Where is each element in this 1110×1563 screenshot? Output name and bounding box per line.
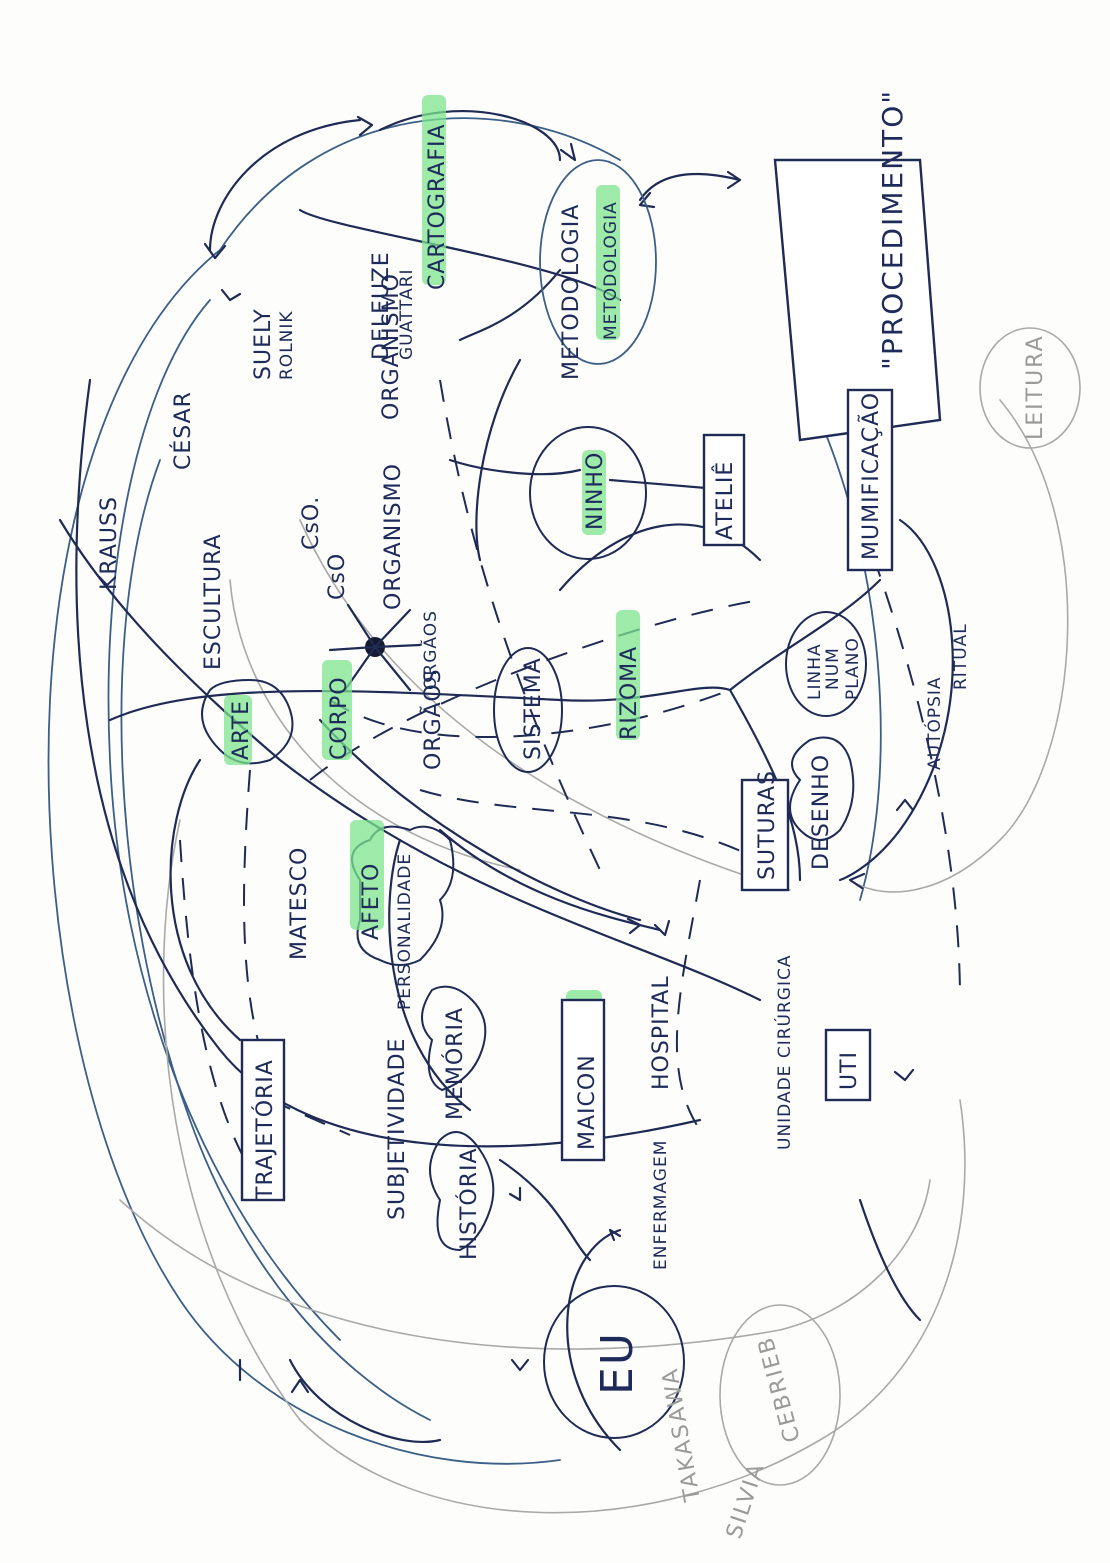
node-eu: EU xyxy=(592,1331,643,1395)
node-desenho: DESENHO xyxy=(809,754,834,870)
node-subjetividade: SUBJETIVIDADE xyxy=(385,1038,410,1220)
node-atelie: ATELIÊ xyxy=(712,461,738,540)
node-krauss: KRAUSS xyxy=(97,496,122,590)
node-orgaos-b: ORGÃOS xyxy=(419,610,441,690)
node-sistema: SISTEMA xyxy=(521,657,546,760)
node-historia: HISTÓRIA xyxy=(456,1147,482,1260)
node-suturas: SUTURAS xyxy=(755,770,780,880)
node-cso-b: CsO xyxy=(325,553,350,600)
node-uti: UTI xyxy=(837,1051,862,1090)
node-matesco: MATESCO xyxy=(287,847,312,960)
central-node xyxy=(328,603,422,692)
node-autopsia: AUTÓPSIA xyxy=(923,676,945,770)
node-cso-a: CsO. xyxy=(299,496,324,550)
node-personalidade: PERSONALIDADE xyxy=(395,853,415,1010)
node-escultura: ESCULTURA xyxy=(201,533,226,670)
node-metodologia-b: METODOLOGIA xyxy=(601,201,621,340)
node-cartografia: CARTOGRAFIA xyxy=(425,123,450,290)
node-mumificacao: MUMIFICAÇÃO xyxy=(857,392,884,560)
node-procedimento: "PROCEDIMENTO" xyxy=(876,89,909,370)
node-arte: ARTE xyxy=(229,700,254,760)
node-organismo-a: ORGANISMO xyxy=(379,273,404,420)
node-metodologia-a: METODOLOGIA xyxy=(559,204,584,380)
node-guattari: GUATTARI xyxy=(397,268,417,360)
node-orgaos-a: ORGÃOS xyxy=(419,668,446,770)
node-takasawa: TAKASAWA xyxy=(658,1365,706,1504)
node-linha: LINHA xyxy=(805,643,825,700)
node-suely: SUELY xyxy=(251,308,276,380)
node-memoria: MEMÓRIA xyxy=(442,1007,468,1120)
bubbles xyxy=(201,159,1081,1486)
node-deleuze: DELEUZE xyxy=(369,251,394,360)
node-rizoma: RIZOMA xyxy=(617,646,642,740)
node-rolnik: ROLNIK xyxy=(277,310,297,380)
box-frames xyxy=(240,158,942,1202)
node-cesar: CÉSAR xyxy=(170,391,196,470)
node-plano: PLANO xyxy=(843,637,863,700)
node-cebrieb: CEBRIEB xyxy=(753,1333,805,1445)
node-ninho: NINHO xyxy=(583,452,608,530)
node-trajetoria: TRAJETÓRIA xyxy=(252,1059,278,1201)
node-organismo-b: ORGANISMO xyxy=(381,463,406,610)
node-corpo: CORPO xyxy=(327,676,352,760)
node-maicon: MAICON xyxy=(575,1054,600,1150)
node-afeto: AFETO xyxy=(359,863,384,940)
node-ritual: RITUAL xyxy=(951,623,971,690)
labels: "PROCEDIMENTO" MUMIFICAÇÃO LEITURA CARTO… xyxy=(97,89,1048,1542)
node-unidade-cirurgica: UNIDADE CIRÚRGICA xyxy=(773,955,795,1150)
node-hospital: HOSPITAL xyxy=(649,975,674,1090)
node-enfermagem: ENFERMAGEM xyxy=(651,1140,671,1270)
node-num: NUM xyxy=(823,647,843,690)
background-curves xyxy=(47,117,1069,1514)
node-leitura: LEITURA xyxy=(1023,334,1048,440)
node-silvia: SILVIA xyxy=(722,1459,770,1542)
